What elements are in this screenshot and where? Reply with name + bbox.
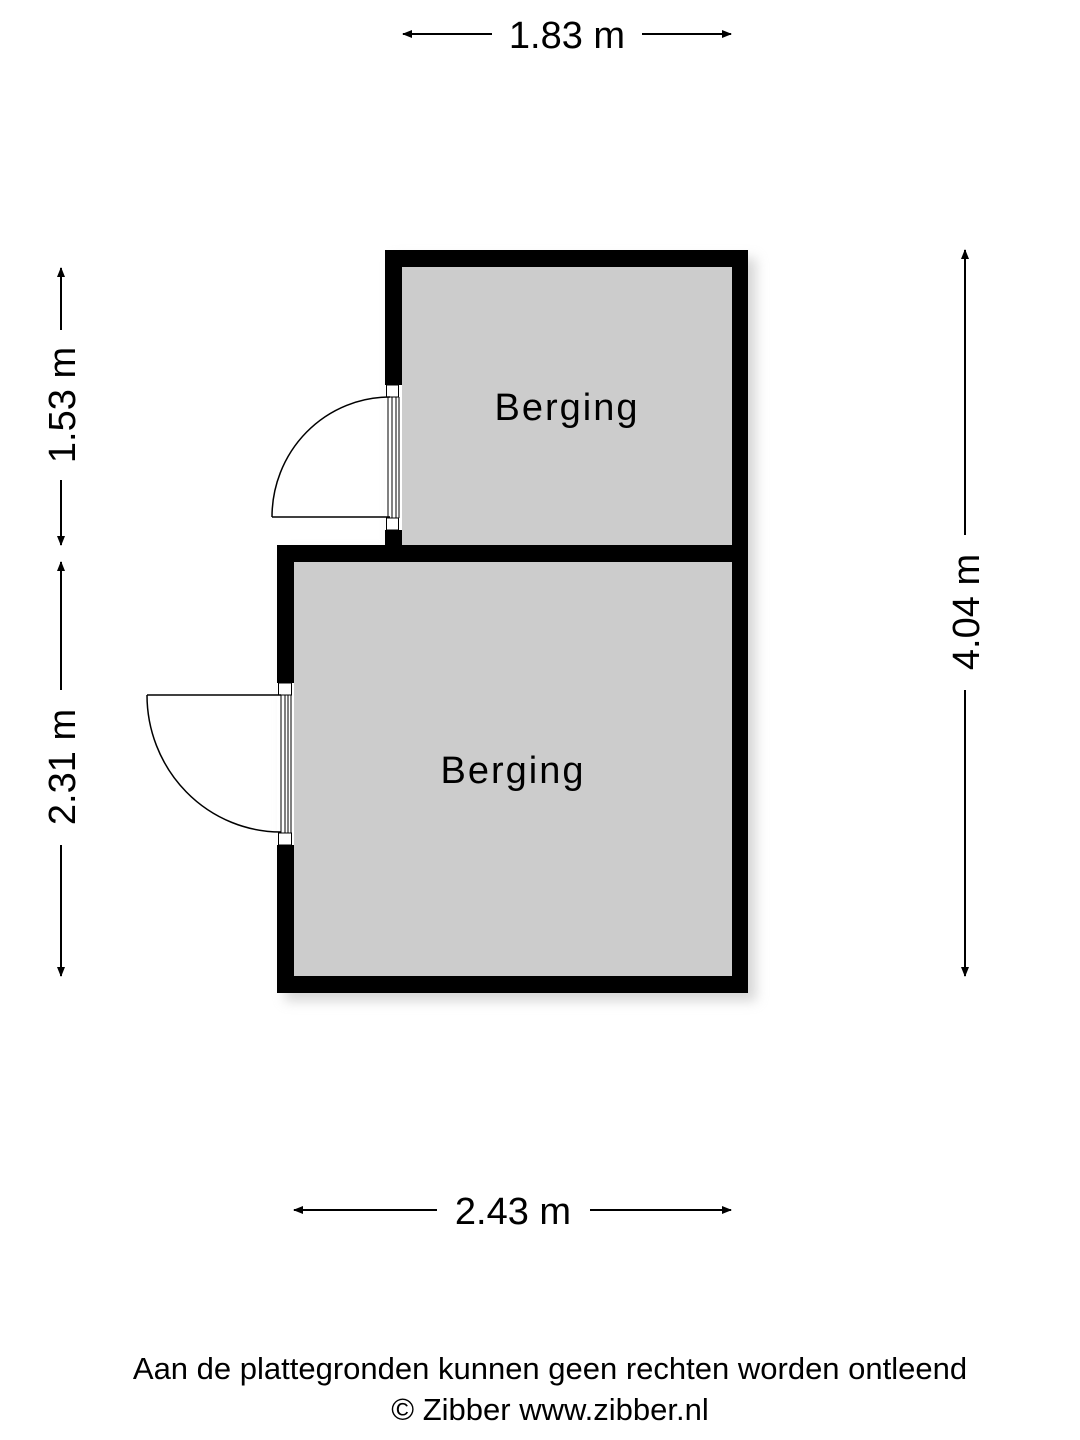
dimension-label-bottom: 2.43 m	[455, 1191, 571, 1233]
door-upper	[271, 384, 402, 531]
dimension-top: 1.83 m	[402, 15, 732, 57]
room-label-lower: Berging	[441, 750, 586, 792]
dimension-label-top: 1.83 m	[509, 15, 625, 57]
dimension-bottom: 2.43 m	[293, 1191, 732, 1233]
dimension-left-lower: 2.31 m	[42, 561, 84, 977]
dimension-label-left-upper: 1.53 m	[42, 347, 84, 463]
dimension-label-left-lower: 2.31 m	[42, 709, 84, 825]
door-lower	[146, 682, 294, 846]
footer-copyright: © Zibber www.zibber.nl	[391, 1392, 708, 1427]
dimension-left-upper: 1.53 m	[42, 267, 84, 546]
footer-disclaimer: Aan de plattegronden kunnen geen rechten…	[133, 1351, 967, 1386]
dimension-label-right: 4.04 m	[946, 554, 988, 670]
room-label-upper: Berging	[495, 387, 640, 429]
dimension-right: 4.04 m	[946, 249, 988, 977]
